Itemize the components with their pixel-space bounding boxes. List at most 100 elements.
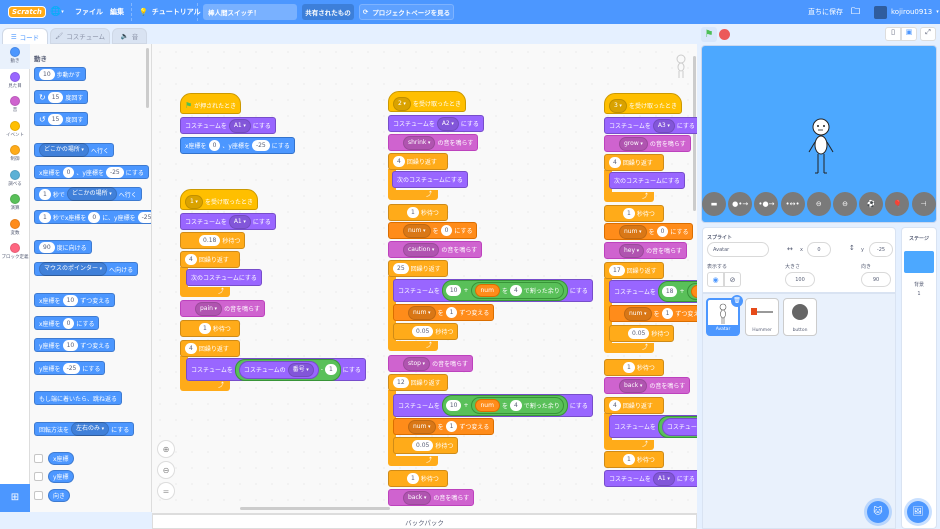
x-input[interactable]: 0 (807, 242, 831, 257)
tutorials-button[interactable]: 💡チュートリアル (139, 0, 201, 24)
number-input[interactable]: 10 (445, 400, 462, 411)
language-globe-icon[interactable]: 🌐▾ (50, 7, 64, 17)
number-input[interactable]: 18 (661, 286, 678, 297)
stage-button-sprite-0[interactable]: ▬ (702, 192, 726, 216)
number-input[interactable]: 0 (440, 225, 453, 236)
delete-sprite-trash-icon[interactable]: 🗑 (731, 295, 743, 307)
number-input[interactable]: 10 (62, 339, 79, 351)
palette-scrollbar[interactable] (146, 48, 149, 108)
dropdown[interactable]: back (403, 490, 432, 505)
number-input[interactable]: 0.05 (628, 328, 650, 339)
account-menu[interactable]: kojirou0913▾ (874, 0, 939, 24)
project-title-input[interactable]: 棒人間スイッチ！ (203, 4, 297, 20)
variables-block[interactable]: numを1ずつ変える (609, 305, 697, 322)
save-now-button[interactable]: 直ちに保存 (808, 8, 843, 16)
stage-button-sprite-6[interactable]: ⚽ (859, 192, 884, 216)
zoom-in-icon[interactable]: ⊕ (157, 440, 175, 458)
hat-block[interactable]: ⚑が押されたとき (180, 93, 242, 114)
dropdown[interactable]: A1 (652, 471, 675, 486)
number-input[interactable]: 0 (62, 166, 75, 178)
my-stuff-folder-icon[interactable]: 🗀 (851, 7, 861, 17)
number-input[interactable]: -25 (137, 211, 151, 223)
dropdown[interactable]: マウスのポインター (39, 262, 108, 276)
sound-block[interactable]: stopの音を鳴らす (388, 355, 473, 372)
number-input[interactable]: 1 (623, 454, 635, 465)
tab-costumes[interactable]: 🖌コスチューム (50, 28, 110, 44)
number-input[interactable]: 0 (208, 140, 221, 151)
category-3[interactable]: イベント (0, 118, 30, 143)
stage-thumbnail[interactable] (904, 251, 934, 273)
shared-button[interactable]: 共有されたもの (302, 4, 354, 20)
size-input[interactable]: 100 (785, 272, 815, 287)
number-input[interactable]: 0 (88, 211, 101, 223)
green-flag-button[interactable]: ⚑ (701, 27, 717, 42)
number-input[interactable]: 1 (445, 307, 458, 318)
number-input[interactable]: 1 (407, 207, 419, 218)
number-input[interactable]: -25 (105, 166, 124, 178)
dropdown[interactable]: 2 (393, 96, 411, 111)
number-input[interactable]: 12 (393, 377, 409, 388)
y-input[interactable]: -25 (869, 242, 893, 257)
see-project-page-button[interactable]: ⟳プロジェクトページを見る (359, 4, 454, 20)
sprite-name-input[interactable]: Avatar (707, 242, 769, 257)
category-8[interactable]: ブロック定義 (0, 240, 30, 265)
palette-block[interactable]: 1秒でどこかの場所へ行く (34, 187, 142, 201)
dropdown[interactable]: どこかの場所 (39, 143, 89, 157)
dropdown[interactable]: A1 (228, 214, 251, 229)
zoom-out-icon[interactable]: ⊖ (157, 461, 175, 479)
stop-button[interactable] (719, 29, 730, 40)
dropdown[interactable]: caution (403, 242, 440, 257)
sound-block[interactable]: painの音を鳴らす (180, 300, 265, 317)
number-input[interactable]: 1 (623, 208, 635, 219)
large-stage-button[interactable]: ▣ (901, 27, 917, 41)
number-input[interactable]: 1 (39, 188, 51, 200)
stage-canvas[interactable]: ▬●•→•●→•↔•⊖⊖⚽🎈⊣ (701, 45, 937, 223)
number-input[interactable]: 1 (445, 421, 458, 432)
horizontal-scrollbar[interactable] (240, 507, 390, 510)
dropdown[interactable]: num (619, 224, 647, 239)
number-input[interactable]: 17 (609, 265, 625, 276)
looks-block[interactable]: 次のコスチュームにする (186, 269, 262, 286)
number-input[interactable]: 10 (445, 285, 462, 296)
dropdown[interactable]: 番号 (287, 362, 314, 377)
show-visible-eye-icon[interactable]: ◉ (707, 272, 724, 287)
palette-reporter[interactable]: x座標 (48, 452, 74, 465)
number-input[interactable]: 15 (47, 91, 64, 103)
dropdown[interactable]: num (408, 305, 436, 320)
variable-reporter[interactable]: num (474, 284, 500, 297)
dropdown[interactable]: back (619, 378, 648, 393)
stage-button-sprite-4[interactable]: ⊖ (806, 192, 831, 216)
add-extension-button[interactable]: ⊞ (0, 484, 30, 512)
reporter-checkbox[interactable] (34, 472, 43, 481)
scratch-logo[interactable]: Scratch (8, 6, 46, 18)
dropdown[interactable]: num (403, 223, 431, 238)
sound-block[interactable]: backの音を鳴らす (604, 377, 691, 394)
sound-block[interactable]: cautionの音を鳴らす (388, 241, 483, 258)
palette-block[interactable]: もし端に着いたら、跳ね返る (34, 391, 123, 405)
number-input[interactable]: 0.05 (412, 440, 434, 451)
number-input[interactable]: 0 (656, 226, 669, 237)
looks-block[interactable]: コスチュームをA1にする (180, 213, 276, 230)
category-4[interactable]: 制御 (0, 142, 30, 167)
